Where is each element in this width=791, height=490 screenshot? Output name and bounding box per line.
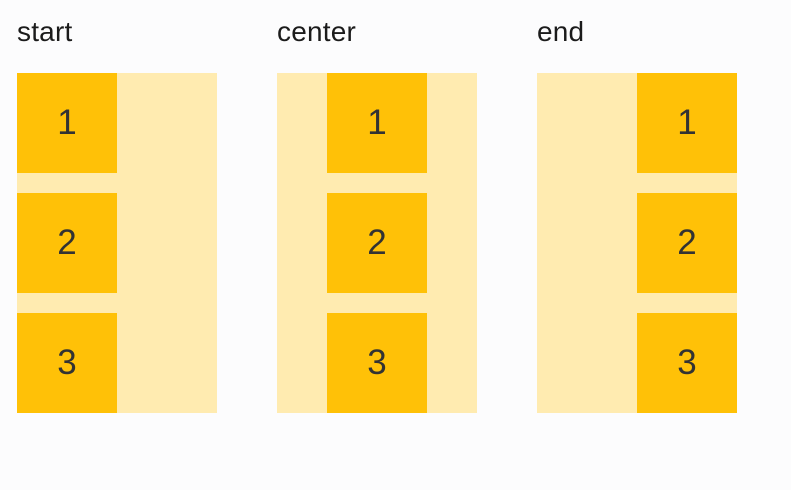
example-label: start: [17, 16, 73, 47]
alignment-container: 1 2 3: [17, 73, 217, 413]
grid-item: 1: [17, 73, 117, 173]
grid-item: 1: [327, 73, 427, 173]
example-center: center 1 2 3: [277, 14, 477, 413]
alignment-container: 1 2 3: [277, 73, 477, 413]
grid-item: 2: [327, 193, 427, 293]
example-label: center: [277, 16, 357, 47]
alignment-container: 1 2 3: [537, 73, 737, 413]
grid-item: 3: [327, 313, 427, 413]
grid-item: 2: [637, 193, 737, 293]
alignment-demo-row: start 1 2 3 center 1 2 3 end 1 2 3: [17, 14, 737, 413]
grid-item: 2: [17, 193, 117, 293]
example-label: end: [537, 16, 585, 47]
example-end: end 1 2 3: [537, 14, 737, 413]
grid-item: 1: [637, 73, 737, 173]
grid-item: 3: [17, 313, 117, 413]
grid-item: 3: [637, 313, 737, 413]
example-start: start 1 2 3: [17, 14, 217, 413]
